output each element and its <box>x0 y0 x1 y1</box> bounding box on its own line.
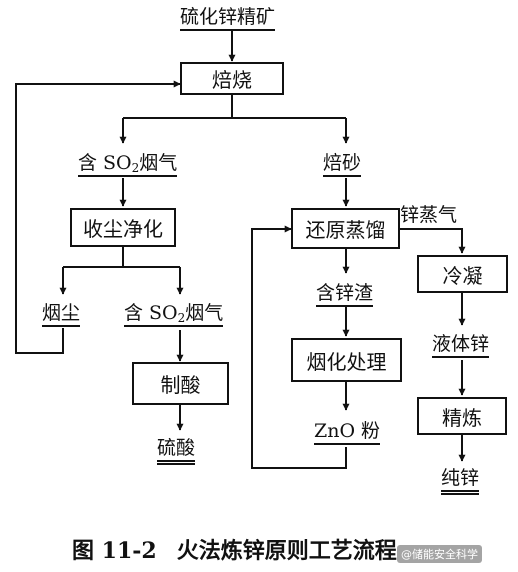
label-calcine: 焙砂 <box>323 152 362 177</box>
product-pure-zinc: 纯锌 <box>441 467 480 495</box>
box-acid-making: 制酸 <box>132 362 229 405</box>
label-zno-powder: ZnO 粉 <box>314 420 381 445</box>
label-so2-gas-2: 含 SO2烟气 <box>124 302 224 327</box>
figure-title: 火法炼锌原则工艺流程 <box>176 538 397 564</box>
box-reduction-distillation: 还原蒸馏 <box>291 208 400 249</box>
watermark: @储能安全科学 <box>397 545 482 563</box>
box-roasting: 焙烧 <box>180 62 284 95</box>
box-dust-collection: 收尘净化 <box>70 208 176 247</box>
label-liquid-zinc: 液体锌 <box>432 333 490 358</box>
figure-number: 图 11-2 <box>72 538 157 564</box>
box-condensation: 冷凝 <box>417 255 508 293</box>
label-zinc-vapor: 锌蒸气 <box>400 204 458 226</box>
box-fuming: 烟化处理 <box>291 338 402 382</box>
arrow-zno-recycle <box>251 225 347 469</box>
arrow-dust-recycle <box>15 80 181 354</box>
box-refining: 精炼 <box>417 397 507 435</box>
arrow-distillation-to-condensation <box>400 228 466 254</box>
product-sulfuric-acid: 硫酸 <box>157 437 196 465</box>
label-zinc-residue: 含锌渣 <box>316 282 374 307</box>
label-dust: 烟尘 <box>42 302 81 327</box>
figure-caption: 图 11-2 火法炼锌原则工艺流程 <box>72 533 397 565</box>
label-so2-gas-1: 含 SO2烟气 <box>78 152 178 177</box>
input-zinc-sulfide-concentrate: 硫化锌精矿 <box>180 6 276 31</box>
